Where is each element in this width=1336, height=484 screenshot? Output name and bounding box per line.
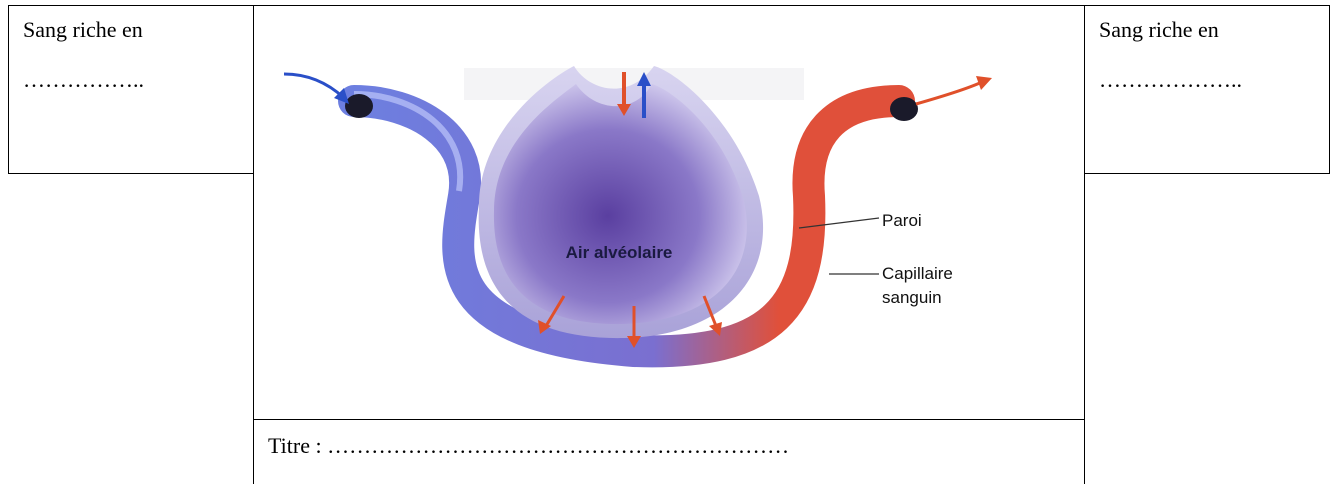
right-column-border <box>1084 173 1085 484</box>
right-box-label: Sang riche en <box>1099 16 1219 45</box>
diagram-frame: Air alvéolaire Paroi Capillaire sanguin <box>253 5 1085 420</box>
capillary-label-1: Capillaire <box>882 264 953 283</box>
alveolus-diagram: Air alvéolaire Paroi Capillaire sanguin <box>254 6 1084 419</box>
center-label: Air alvéolaire <box>566 243 673 262</box>
left-box-label: Sang riche en <box>23 16 143 45</box>
right-blood-box: Sang riche en ……………….. <box>1084 5 1330 174</box>
right-box-blank[interactable]: ……………….. <box>1099 66 1242 95</box>
inflow-arrow <box>284 74 344 98</box>
title-field[interactable]: Titre : ……………………………………………………… <box>268 432 789 461</box>
vessel-opening-left <box>345 94 373 118</box>
wall-label: Paroi <box>882 211 922 230</box>
left-box-blank[interactable]: …………….. <box>23 66 144 95</box>
title-row: Titre : ……………………………………………………… <box>253 419 1085 484</box>
capillary-label-2: sanguin <box>882 288 942 307</box>
outflow-arrow <box>916 82 982 104</box>
vessel-opening-right <box>890 97 918 121</box>
left-blood-box: Sang riche en …………….. <box>8 5 254 174</box>
